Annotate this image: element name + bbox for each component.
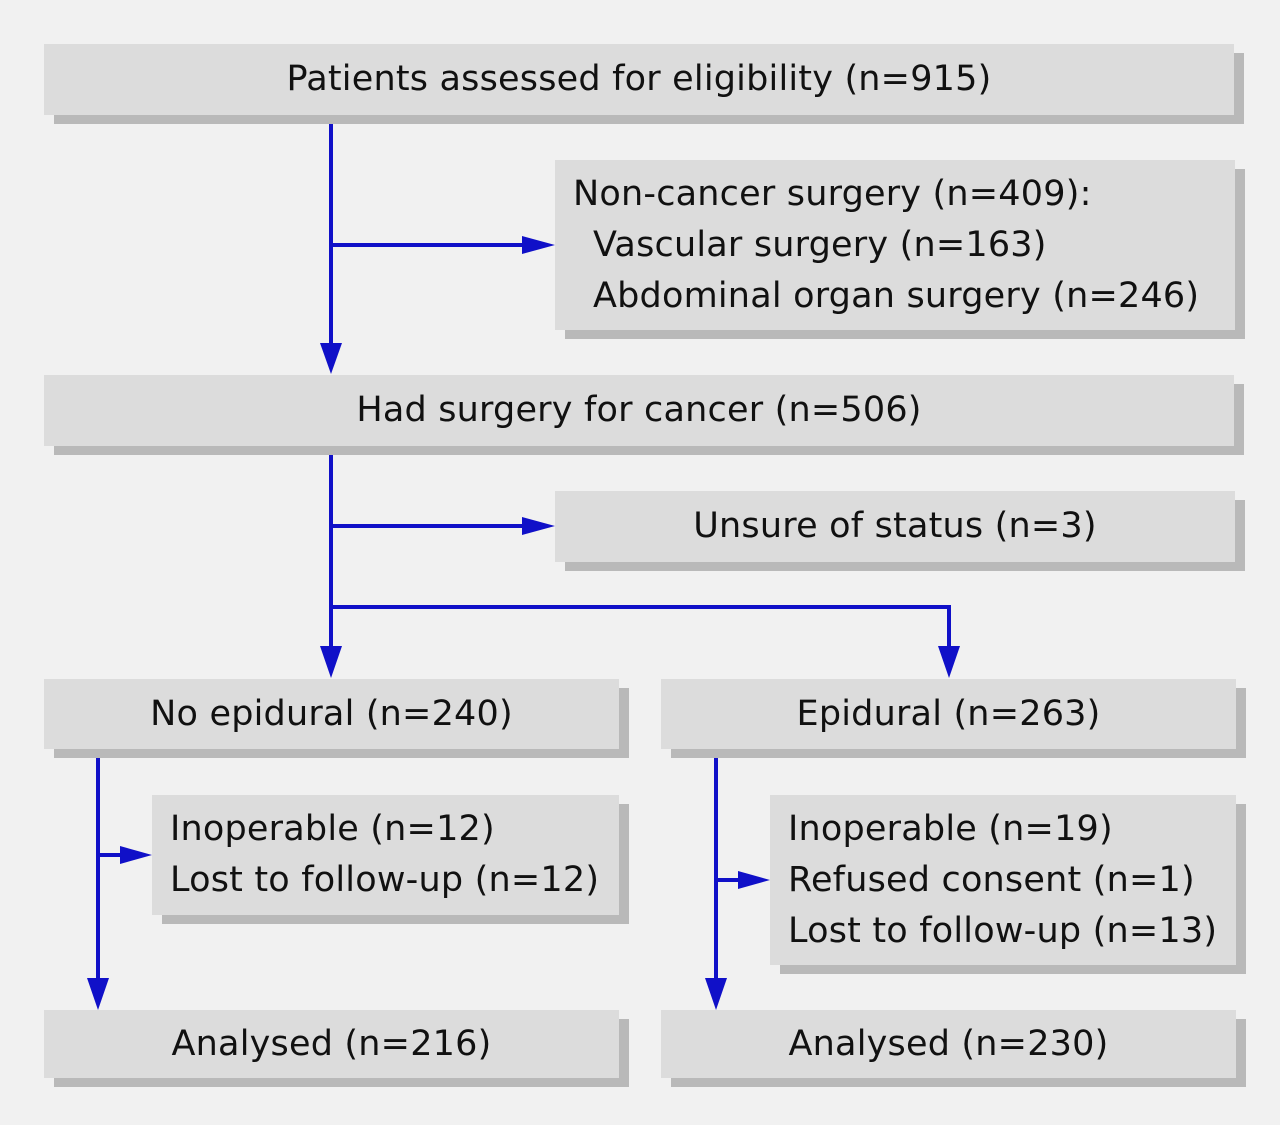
arrowhead-analysed-epidural (705, 978, 727, 1010)
box-assessed: Patients assessed for eligibility (n=915… (44, 44, 1234, 115)
analysed-epidural-label: Analysed (n=230) (788, 1023, 1109, 1064)
box-no-epidural-excluded: Inoperable (n=12) Lost to follow-up (n=1… (152, 795, 619, 915)
box-analysed-epidural: Analysed (n=230) (661, 1010, 1236, 1078)
epidural-label: Epidural (n=263) (796, 693, 1101, 734)
box-unsure: Unsure of status (n=3) (555, 491, 1235, 562)
arrowhead-cancer (320, 343, 342, 374)
no-epidural-excluded-lost: Lost to follow-up (n=12) (170, 860, 600, 900)
analysed-no-epidural-label: Analysed (n=216) (171, 1023, 492, 1064)
no-epidural-label: No epidural (n=240) (150, 693, 513, 734)
epidural-excluded-lost: Lost to follow-up (n=13) (788, 910, 1218, 951)
arrowhead-analysed-no-epidural (87, 978, 109, 1010)
cancer-label: Had surgery for cancer (n=506) (356, 390, 922, 430)
box-cancer: Had surgery for cancer (n=506) (44, 375, 1234, 446)
arrowhead-epidural (938, 646, 960, 678)
non-cancer-heading: Non-cancer surgery (n=409): (573, 173, 1092, 214)
box-epidural: Epidural (n=263) (661, 679, 1236, 749)
epidural-excluded-refused: Refused consent (n=1) (788, 859, 1195, 900)
arrowhead-non-cancer (522, 236, 555, 254)
no-epidural-excluded-inoperable: Inoperable (n=12) (170, 809, 495, 849)
arrow-to-epidural (331, 605, 951, 648)
arrowhead-no-epidural (320, 646, 342, 678)
box-non-cancer: Non-cancer surgery (n=409): Vascular sur… (555, 160, 1235, 330)
box-epidural-excluded: Inoperable (n=19) Refused consent (n=1) … (770, 795, 1236, 965)
box-analysed-no-epidural: Analysed (n=216) (44, 1010, 619, 1078)
non-cancer-item-vascular: Vascular surgery (n=163) (593, 224, 1047, 265)
box-no-epidural: No epidural (n=240) (44, 679, 619, 749)
arrowhead-epidural-excluded (738, 871, 770, 889)
arrowhead-no-epidural-excluded (120, 846, 152, 864)
unsure-label: Unsure of status (n=3) (693, 506, 1097, 546)
arrowhead-unsure (522, 517, 555, 535)
epidural-excluded-inoperable: Inoperable (n=19) (788, 808, 1113, 849)
assessed-label: Patients assessed for eligibility (n=915… (286, 59, 992, 99)
non-cancer-item-abdominal: Abdominal organ surgery (n=246) (593, 275, 1200, 316)
